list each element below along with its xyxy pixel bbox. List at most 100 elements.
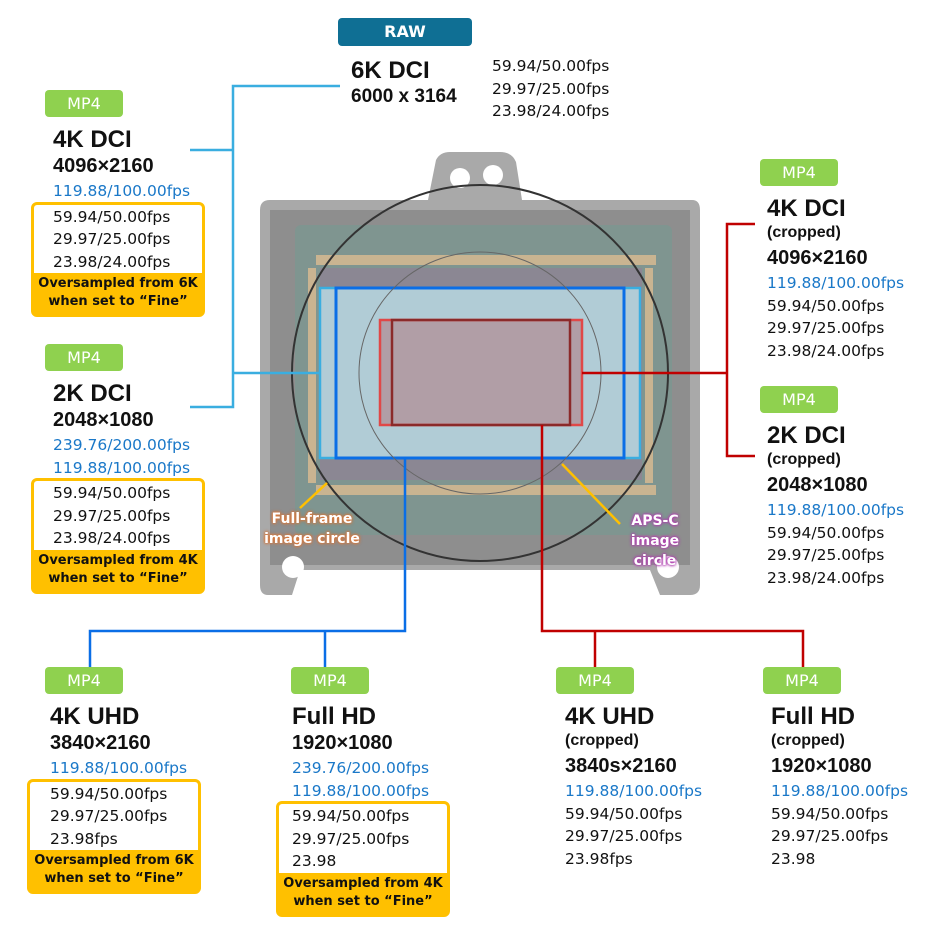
high-fps: 119.88/100.00fps — [767, 501, 905, 519]
raw-fps-list: 59.94/50.00fps 29.97/25.00fps 23.98/24.0… — [492, 55, 609, 123]
high-fps: 119.88/100.00fps — [292, 781, 430, 800]
cropped-label: (cropped) — [565, 732, 639, 749]
fps: 23.98fps — [565, 849, 633, 868]
oversampled-note: Oversampled from 4K when set to “Fine” — [279, 873, 447, 914]
format-details: 4K DCI (cropped) 4096×2160 119.88/100.00fps… — [767, 196, 904, 362]
crop-connector — [540, 222, 805, 667]
fps: 29.97/25.00fps — [53, 506, 171, 525]
oversampled-note: Oversampled from 6K when set to “Fine” — [30, 850, 198, 891]
fps: 59.94/50.00fps — [53, 484, 171, 502]
fps: 29.97/25.00fps — [565, 827, 683, 845]
fps: 23.98/24.00fps — [767, 341, 885, 360]
oversampled-note: Oversampled from 4K when set to “Fine” — [34, 550, 202, 591]
format-title: 4K UHD — [565, 703, 655, 730]
note-line: Oversampled from 6K — [38, 276, 198, 291]
fps-list: 59.94/50.00fps 29.97/25.00fps 23.98/24.00f… — [34, 481, 202, 550]
format-title: 4K UHD — [50, 703, 140, 730]
fps: 29.97/25.00fps — [53, 230, 171, 248]
mp4-badge: MP4 — [760, 159, 838, 186]
fps: 59.94/50.00fps — [50, 784, 168, 803]
fps: 59.94/50.00fps — [767, 523, 885, 542]
fps: 23.98/24.00fps — [492, 102, 610, 120]
resolution: 3840×2160 — [50, 732, 151, 754]
note-line: when set to “Fine” — [48, 570, 188, 586]
fps: 23.98/24.00fps — [767, 568, 885, 587]
fps: 29.97/25.00fps — [767, 546, 885, 564]
format-details: Full HD (cropped) 1920×1080 119.88/100.00fp… — [771, 704, 908, 870]
raw-format: 6K DCI 6000 x 3164 — [351, 58, 457, 111]
high-fps: 239.76/200.00fps — [292, 759, 430, 777]
fps: 23.98 — [292, 852, 337, 870]
cropped-label: (cropped) — [771, 732, 845, 749]
fps: 29.97/25.00fps — [292, 829, 410, 848]
label-line: circle — [633, 553, 677, 569]
cropped-label: (cropped) — [767, 224, 841, 241]
crop-area — [378, 318, 584, 427]
oversampled-note: Oversampled from 6K when set to “Fine” — [34, 273, 202, 314]
fps: 59.94/50.00fps — [292, 807, 410, 825]
note-line: when set to “Fine” — [44, 871, 184, 886]
resolution: 4096×2160 — [767, 247, 868, 269]
fps: 29.97/25.00fps — [50, 807, 168, 825]
high-fps: 119.88/100.00fps — [50, 759, 188, 777]
leader-lines — [299, 463, 621, 525]
fps-list: 59.94/50.00fps 29.97/25.00fps 23.98fps — [30, 781, 198, 850]
format-title: 4K DCI — [767, 195, 846, 222]
note-line: when set to “Fine” — [293, 893, 433, 909]
fps: 23.98/24.00fps — [53, 252, 171, 271]
note-line: Oversampled from 4K — [38, 552, 198, 568]
raw-badge: RAW — [338, 18, 472, 46]
high-fps: 119.88/100.00fps — [565, 782, 703, 800]
resolution: 3840s×2160 — [565, 755, 677, 777]
resolution: 4096×2160 — [53, 155, 154, 177]
fps: 29.97/25.00fps — [767, 319, 885, 337]
high-fps: 119.88/100.00fps — [53, 458, 191, 477]
format-title: 2K DCI — [53, 380, 132, 407]
mp4-badge: MP4 — [291, 667, 369, 694]
fps: 59.94/50.00fps — [53, 207, 171, 226]
full-frame-circle-label: Full-frame image circle — [258, 509, 366, 549]
note-line: Oversampled from 6K — [34, 853, 194, 868]
high-fps: 119.88/100.00fps — [771, 782, 909, 800]
cropped-label: (cropped) — [767, 451, 841, 468]
label-line: image circle — [264, 531, 360, 547]
fps: 59.94/50.00fps — [492, 57, 610, 75]
note-line: when set to “Fine” — [48, 294, 188, 309]
mp4-badge: MP4 — [45, 90, 123, 117]
format-details: 4K UHD (cropped) 3840s×2160 119.88/100.00fp… — [565, 704, 702, 870]
mp4-badge: MP4 — [45, 344, 123, 371]
high-fps: 239.76/200.00fps — [53, 436, 191, 454]
fps: 23.98/24.00fps — [53, 529, 171, 547]
full-frame-connector — [88, 458, 407, 667]
label-line: APS-C — [631, 513, 679, 529]
note-line: Oversampled from 4K — [283, 875, 443, 891]
fps: 29.97/25.00fps — [492, 79, 610, 98]
resolution: 2048×1080 — [767, 474, 868, 496]
mp4-badge: MP4 — [556, 667, 634, 694]
mp4-badge: MP4 — [763, 667, 841, 694]
apsc-circle-label: APS-C image circle — [620, 511, 690, 571]
resolution: 6000 x 3164 — [351, 86, 457, 107]
resolution: 1920×1080 — [771, 755, 872, 777]
fps-list: 59.94/50.00fps 29.97/25.00fps 23.98/24.00f… — [34, 204, 202, 273]
resolution: 1920×1080 — [292, 732, 393, 754]
crop-area-dci — [390, 318, 572, 427]
fps: 59.94/50.00fps — [771, 804, 889, 823]
fps: 59.94/50.00fps — [767, 296, 885, 315]
oversampled-box: 59.94/50.00fps 29.97/25.00fps 23.98/24.00f… — [31, 201, 205, 317]
label-line: image — [630, 533, 680, 549]
fps: 23.98fps — [50, 829, 118, 848]
high-fps: 119.88/100.00fps — [767, 274, 905, 292]
mp4-badge: MP4 — [45, 667, 123, 694]
format-title: 6K DCI — [351, 57, 430, 84]
fps: 29.97/25.00fps — [771, 827, 889, 845]
format-title: Full HD — [771, 703, 855, 730]
label-line: Full-frame — [271, 511, 353, 527]
